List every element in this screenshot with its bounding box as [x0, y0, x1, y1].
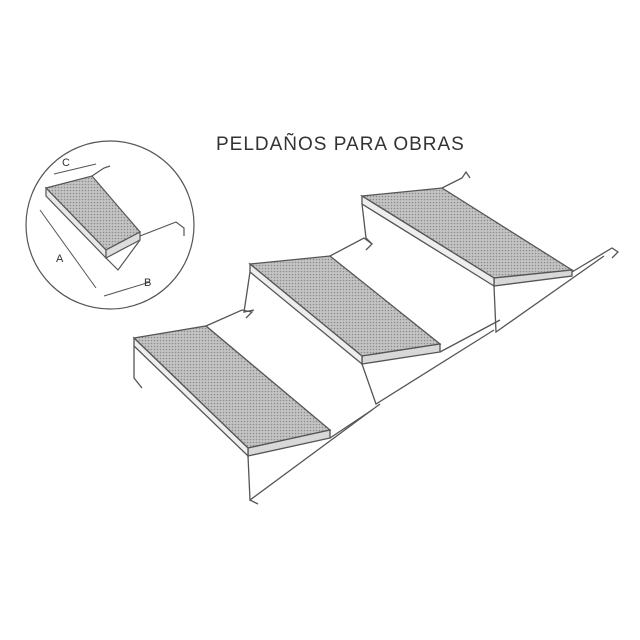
dim-line-c — [53, 163, 97, 175]
step-bottom-base — [249, 499, 259, 505]
inset-frame — [105, 239, 141, 271]
step-top-hook — [441, 170, 471, 189]
inset-hook-right — [139, 221, 185, 237]
step-middle-frame — [361, 329, 495, 405]
dim-label-a: A — [56, 253, 64, 265]
step-middle — [243, 237, 501, 405]
step-bottom-frame-2 — [329, 409, 373, 439]
step-middle-leg — [243, 271, 255, 313]
inset-circle — [25, 140, 195, 310]
step-middle-frame-2 — [439, 319, 501, 353]
inset-hook-top — [91, 165, 111, 177]
steps-assembly — [132, 170, 620, 505]
step-top-hanger — [571, 247, 620, 273]
step-bottom — [132, 309, 381, 505]
dim-label-b: B — [144, 277, 151, 289]
step-bottom-tread — [132, 325, 332, 449]
step-middle-hook — [329, 237, 373, 257]
dim-line-a — [39, 209, 97, 289]
step-top — [360, 170, 620, 334]
step-bottom-leg — [133, 346, 143, 389]
detail-inset — [25, 140, 195, 310]
dim-label-c: C — [62, 157, 70, 169]
diagram-title: PELDAÑOS PARA OBRAS — [216, 134, 465, 155]
step-top-frame — [493, 255, 605, 334]
step-bottom-hook — [205, 309, 254, 327]
dim-line-b — [103, 281, 151, 297]
step-middle-tread — [248, 255, 442, 357]
